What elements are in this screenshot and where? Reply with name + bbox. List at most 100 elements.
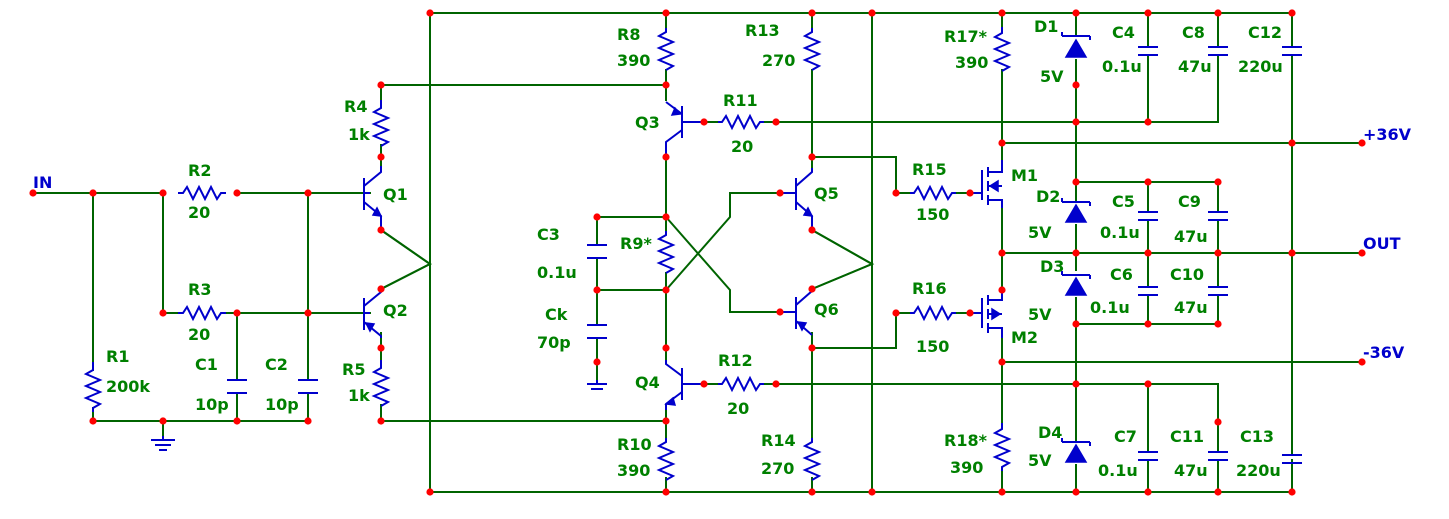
junction-dot bbox=[1144, 178, 1152, 186]
val-c6: 0.1u bbox=[1090, 298, 1130, 317]
capacitor-c1 bbox=[227, 379, 247, 394]
ref-c13: C13 bbox=[1240, 427, 1274, 446]
capacitor-c11 bbox=[1208, 451, 1228, 461]
ref-m2: M2 bbox=[1011, 328, 1038, 347]
junction-dot bbox=[700, 380, 708, 388]
resistor-r11 bbox=[718, 113, 764, 131]
val-r16: 150 bbox=[916, 337, 949, 356]
val-r13: 270 bbox=[762, 51, 795, 70]
junction-dot bbox=[159, 309, 167, 317]
ref-d2: D2 bbox=[1036, 187, 1060, 206]
zener-diode-d4 bbox=[1061, 438, 1091, 463]
ref-q1: Q1 bbox=[383, 185, 408, 204]
junction-dot bbox=[700, 118, 708, 126]
junction-dot bbox=[662, 153, 670, 161]
mosfet-m1 bbox=[970, 160, 1003, 208]
junction-dot bbox=[776, 308, 784, 316]
junction-dot bbox=[966, 309, 974, 317]
resistor-r14 bbox=[802, 438, 822, 481]
net-label-in: IN bbox=[33, 173, 52, 192]
ref-r12: R12 bbox=[718, 351, 753, 370]
ref-r15: R15 bbox=[912, 160, 947, 179]
junction-dot bbox=[1072, 320, 1080, 328]
junction-dot bbox=[89, 417, 97, 425]
resistor-r12 bbox=[718, 375, 764, 393]
ref-d1: D1 bbox=[1034, 17, 1058, 36]
ref-q4: Q4 bbox=[635, 373, 660, 392]
capacitor-c10 bbox=[1208, 286, 1228, 296]
junction-dot bbox=[998, 249, 1006, 257]
resistor-r1 bbox=[83, 362, 103, 412]
junction-dot bbox=[377, 344, 385, 352]
resistor-r5 bbox=[371, 360, 391, 407]
junction-dot bbox=[868, 488, 876, 496]
transistor-q1 bbox=[363, 166, 383, 230]
capacitor-c7 bbox=[1138, 451, 1158, 461]
junction-dot bbox=[377, 285, 385, 293]
ref-r9: R9* bbox=[620, 234, 652, 253]
junction-dot bbox=[662, 9, 670, 17]
resistor-r9 bbox=[656, 231, 676, 274]
ref-c1: C1 bbox=[195, 355, 218, 374]
junction-dot bbox=[1072, 380, 1080, 388]
junction-dot bbox=[1214, 488, 1222, 496]
ref-r2: R2 bbox=[188, 161, 211, 180]
ref-c11: C11 bbox=[1170, 427, 1204, 446]
junction-dot bbox=[772, 380, 780, 388]
junction-dot bbox=[426, 488, 434, 496]
ref-r14: R14 bbox=[761, 431, 796, 450]
ref-r11: R11 bbox=[723, 91, 758, 110]
val-r11: 20 bbox=[731, 137, 753, 156]
ref-q6: Q6 bbox=[814, 300, 839, 319]
zener-diode-d2 bbox=[1061, 198, 1091, 223]
junction-dot bbox=[1214, 249, 1222, 257]
junction-dot bbox=[1072, 249, 1080, 257]
resistor-r3 bbox=[178, 304, 226, 322]
val-d3: 5V bbox=[1028, 305, 1052, 324]
diodes bbox=[1061, 32, 1091, 463]
zener-diode-d3 bbox=[1061, 271, 1091, 296]
junction-dot bbox=[998, 286, 1006, 294]
junction-dot bbox=[808, 285, 816, 293]
junction-dot bbox=[304, 417, 312, 425]
ref-r18: R18* bbox=[944, 431, 988, 450]
junction-dot bbox=[304, 309, 312, 317]
val-c7: 0.1u bbox=[1098, 461, 1138, 480]
transistor-q2 bbox=[363, 289, 382, 338]
junction-dot bbox=[998, 488, 1006, 496]
junction-dot bbox=[233, 417, 241, 425]
net-label-out: OUT bbox=[1363, 234, 1401, 253]
ref-r5: R5 bbox=[342, 360, 365, 379]
val-c8: 47u bbox=[1178, 57, 1212, 76]
ref-c5: C5 bbox=[1112, 192, 1135, 211]
junction-dot bbox=[772, 118, 780, 126]
junction-dot bbox=[159, 189, 167, 197]
ref-c9: C9 bbox=[1178, 192, 1201, 211]
resistors bbox=[83, 27, 1012, 481]
ref-r3: R3 bbox=[188, 280, 211, 299]
val-r17: 390 bbox=[955, 53, 988, 72]
resistor-r2 bbox=[178, 184, 226, 202]
val-r3: 20 bbox=[188, 325, 210, 344]
val-c2: 10p bbox=[265, 395, 299, 414]
junction-dot bbox=[1072, 488, 1080, 496]
transistor-q5 bbox=[780, 168, 814, 230]
ref-q5: Q5 bbox=[814, 184, 839, 203]
ref-r13: R13 bbox=[745, 21, 780, 40]
resistor-r18 bbox=[992, 423, 1012, 471]
junction-dot bbox=[868, 9, 876, 17]
val-r5: 1k bbox=[348, 386, 370, 405]
capacitor-c6 bbox=[1138, 286, 1158, 296]
net-label-pos-rail: +36V bbox=[1363, 125, 1412, 144]
val-c12: 220u bbox=[1238, 57, 1283, 76]
wires bbox=[32, 12, 1363, 493]
val-d2: 5V bbox=[1028, 223, 1052, 242]
ref-q2: Q2 bbox=[383, 301, 408, 320]
junction-dot bbox=[808, 9, 816, 17]
junction-dot bbox=[808, 488, 816, 496]
junction-dot bbox=[662, 213, 670, 221]
junction-dot bbox=[1288, 249, 1296, 257]
resistor-r15 bbox=[910, 184, 956, 202]
transistor-q3 bbox=[665, 101, 704, 155]
val-r8: 390 bbox=[617, 51, 650, 70]
